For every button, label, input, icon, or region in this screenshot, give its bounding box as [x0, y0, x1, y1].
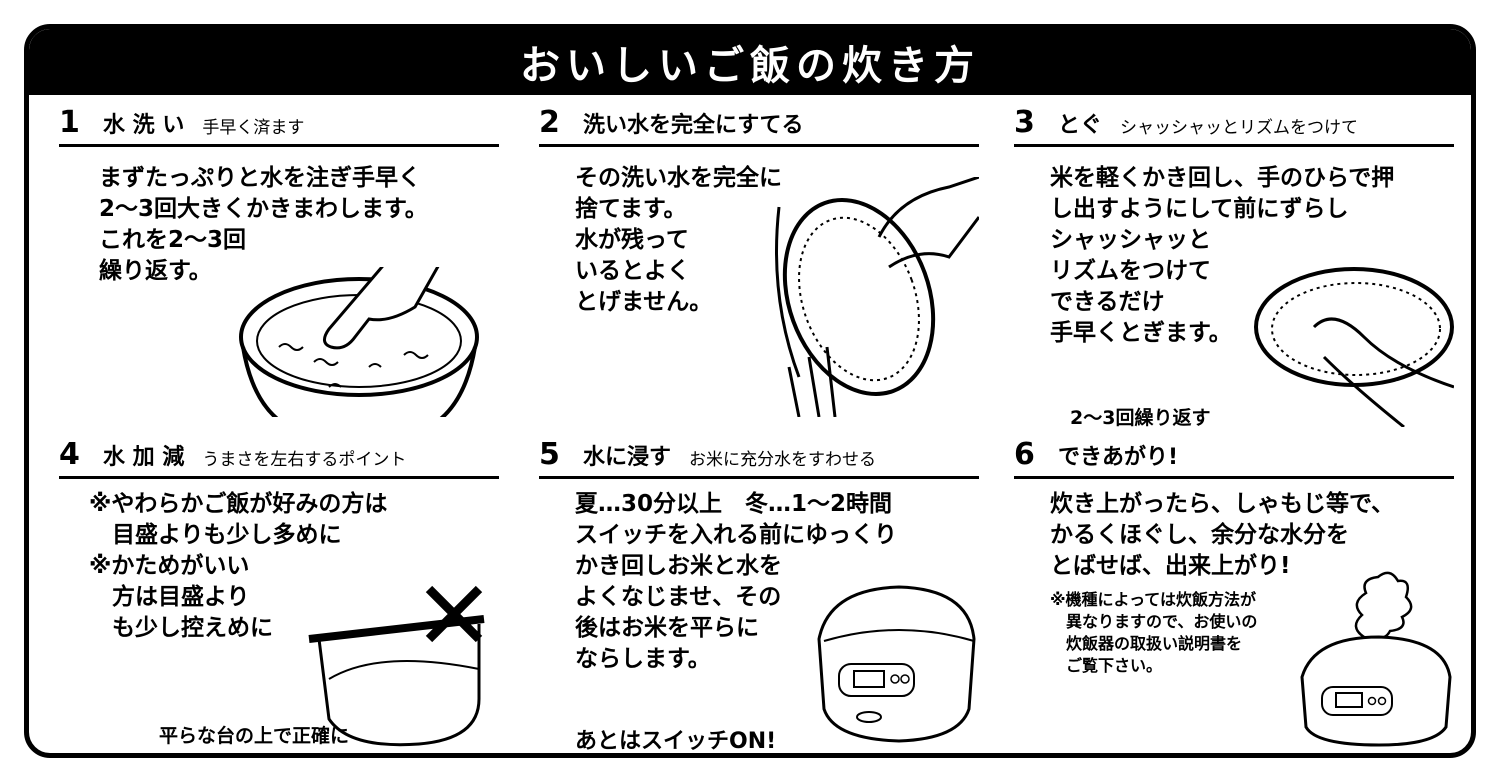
- step-4-line: 方は目盛より: [89, 584, 250, 610]
- step-2-line: 捨てます。: [575, 196, 687, 222]
- step-3-subtitle: シャッシャッとリズムをつけて: [1120, 117, 1359, 138]
- step-1-title: 水 洗 い: [103, 112, 185, 138]
- step-3-title: とぐ: [1058, 112, 1103, 138]
- step-2-header: 2 洗い水を完全にすてる: [539, 107, 979, 147]
- step-5-header: 5 水に浸す お米に充分水をすわせる: [539, 439, 979, 479]
- step-5-line: ならします。: [575, 646, 711, 672]
- step-3-header: 3 とぐ シャッシャッとリズムをつけて: [1014, 107, 1454, 147]
- step-6: 6 できあがり! 炊き上がったら、しゃもじ等で、 かるくほぐし、余分な水分を と…: [1014, 439, 1454, 749]
- step-5-line: 後はお米を平らに: [575, 615, 759, 641]
- step-2-number: 2: [539, 105, 560, 140]
- step-5-line: かき回しお米と水を: [575, 553, 782, 579]
- step-4-number: 4: [59, 437, 80, 472]
- title-banner: おいしいご飯の炊き方: [29, 29, 1471, 95]
- step-6-line: とばせば、出来上がり!: [1050, 553, 1291, 579]
- step-1-line: 繰り返す。: [99, 258, 212, 284]
- step-5-line: 夏…30分以上 冬…1～2時間: [575, 491, 893, 517]
- step-1-line: これを2～3回: [99, 227, 247, 253]
- step-4: 4 水 加 減 うまさを左右するポイント ※やわらかご飯が好みの方は 目盛よりも…: [59, 439, 499, 749]
- step-4-caption: 平らな台の上で正確に: [159, 725, 350, 747]
- step-5-title: 水に浸す: [583, 444, 672, 470]
- step-3-line: リズムをつけて: [1050, 258, 1211, 284]
- step-5-text: 夏…30分以上 冬…1～2時間 スイッチを入れる前にゆっくり かき回しお米と水を…: [575, 489, 897, 675]
- page-title: おいしいご飯の炊き方: [520, 43, 980, 89]
- step-6-note: ※機種によっては炊飯方法が 異なりますので、お使いの 炊飯器の取扱い説明書を ご…: [1050, 589, 1257, 677]
- rice-cooker-illustration: [817, 585, 976, 743]
- step-3-line: できるだけ: [1050, 289, 1165, 315]
- step-3-caption: 2～3回繰り返す: [1070, 407, 1211, 429]
- step-1-header: 1 水 洗 い 手早く済ます: [59, 107, 499, 147]
- draining-bowl-illustration: [775, 177, 979, 417]
- step-4-subtitle: うまさを左右するポイント: [202, 449, 407, 470]
- step-2-line: いるとよく: [575, 258, 690, 284]
- step-5-line: よくなじませ、その: [575, 584, 782, 610]
- step-2-line: 水が残って: [575, 227, 689, 253]
- step-1-number: 1: [59, 105, 80, 140]
- step-5-number: 5: [539, 437, 560, 472]
- step-5: 5 水に浸す お米に充分水をすわせる 夏…30分以上 冬…1～2時間 スイッチを…: [539, 439, 979, 753]
- step-2-line: その洗い水を完全に: [575, 165, 782, 191]
- step-6-title: できあがり!: [1058, 444, 1179, 470]
- step-5-line: スイッチを入れる前にゆっくり: [575, 522, 897, 548]
- step-4-line: 目盛よりも少し多めに: [89, 522, 342, 548]
- step-6-note-line: ※機種によっては炊飯方法が: [1050, 590, 1256, 609]
- step-4-text: ※やわらかご飯が好みの方は 目盛よりも少し多めに ※かためがいい 方は目盛より …: [89, 489, 387, 644]
- steaming-rice-cooker-illustration: [1300, 571, 1452, 747]
- step-4-header: 4 水 加 減 うまさを左右するポイント: [59, 439, 499, 479]
- step-1-line: 2～3回大きくかきまわします。: [99, 196, 428, 222]
- water-level-pot-illustration: [308, 585, 485, 747]
- step-3-line: し出すようにして前にずらし: [1050, 196, 1349, 222]
- step-1-line: まずたっぷりと水を注ぎ手早く: [99, 165, 421, 191]
- step-5-caption: あとはスイッチON!: [575, 729, 777, 754]
- step-6-note-line: 異なりますので、お使いの: [1050, 612, 1258, 631]
- step-6-note-line: 炊飯器の取扱い説明書を: [1050, 634, 1243, 653]
- step-4-line: も少し控えめに: [89, 615, 273, 641]
- step-4-line: ※やわらかご飯が好みの方は: [89, 491, 388, 517]
- step-3-line: シャッシャッと: [1050, 227, 1211, 253]
- step-3: 3 とぐ シャッシャッとリズムをつけて 米を軽くかき回し、手のひらで押 し出すよ…: [1014, 107, 1454, 429]
- step-2-text: その洗い水を完全に 捨てます。 水が残って いるとよく とげません。: [575, 163, 782, 318]
- step-3-line: 米を軽くかき回し、手のひらで押: [1050, 165, 1395, 191]
- step-3-line: 手早くとぎます。: [1050, 320, 1232, 346]
- step-6-line: 炊き上がったら、しゃもじ等で、: [1050, 491, 1395, 517]
- step-6-number: 6: [1014, 437, 1035, 472]
- step-1-text: まずたっぷりと水を注ぎ手早く 2～3回大きくかきまわします。 これを2～3回 繰…: [99, 163, 428, 287]
- step-3-text: 米を軽くかき回し、手のひらで押 し出すようにして前にずらし シャッシャッと リズ…: [1050, 163, 1394, 349]
- step-6-line: かるくほぐし、余分な水分を: [1050, 522, 1349, 548]
- step-5-subtitle: お米に充分水をすわせる: [689, 449, 877, 470]
- step-4-title: 水 加 減: [103, 444, 185, 470]
- step-2-line: とげません。: [575, 289, 713, 315]
- step-6-text: 炊き上がったら、しゃもじ等で、 かるくほぐし、余分な水分を とばせば、出来上がり…: [1050, 489, 1394, 582]
- step-2-title: 洗い水を完全にすてる: [583, 112, 804, 138]
- step-1: 1 水 洗 い 手早く済ます まずたっぷりと水を注ぎ手早く 2～3回大きくかきま…: [59, 107, 499, 427]
- step-6-note-line: ご覧下さい。: [1050, 656, 1163, 675]
- step-4-line: ※かためがいい: [89, 553, 250, 579]
- step-2: 2 洗い水を完全にすてる その洗い水を完全に 捨てます。 水が残って いるとよく…: [539, 107, 979, 427]
- step-6-header: 6 できあがり!: [1014, 439, 1454, 479]
- instruction-card: おいしいご飯の炊き方 1 水 洗 い 手早く済ます まずたっぷりと水を注ぎ手早く…: [24, 24, 1476, 758]
- step-1-subtitle: 手早く済ます: [202, 117, 305, 138]
- rinsing-hand-illustration: [1254, 267, 1454, 427]
- step-3-number: 3: [1014, 105, 1035, 140]
- washing-bowl-illustration: [239, 267, 479, 417]
